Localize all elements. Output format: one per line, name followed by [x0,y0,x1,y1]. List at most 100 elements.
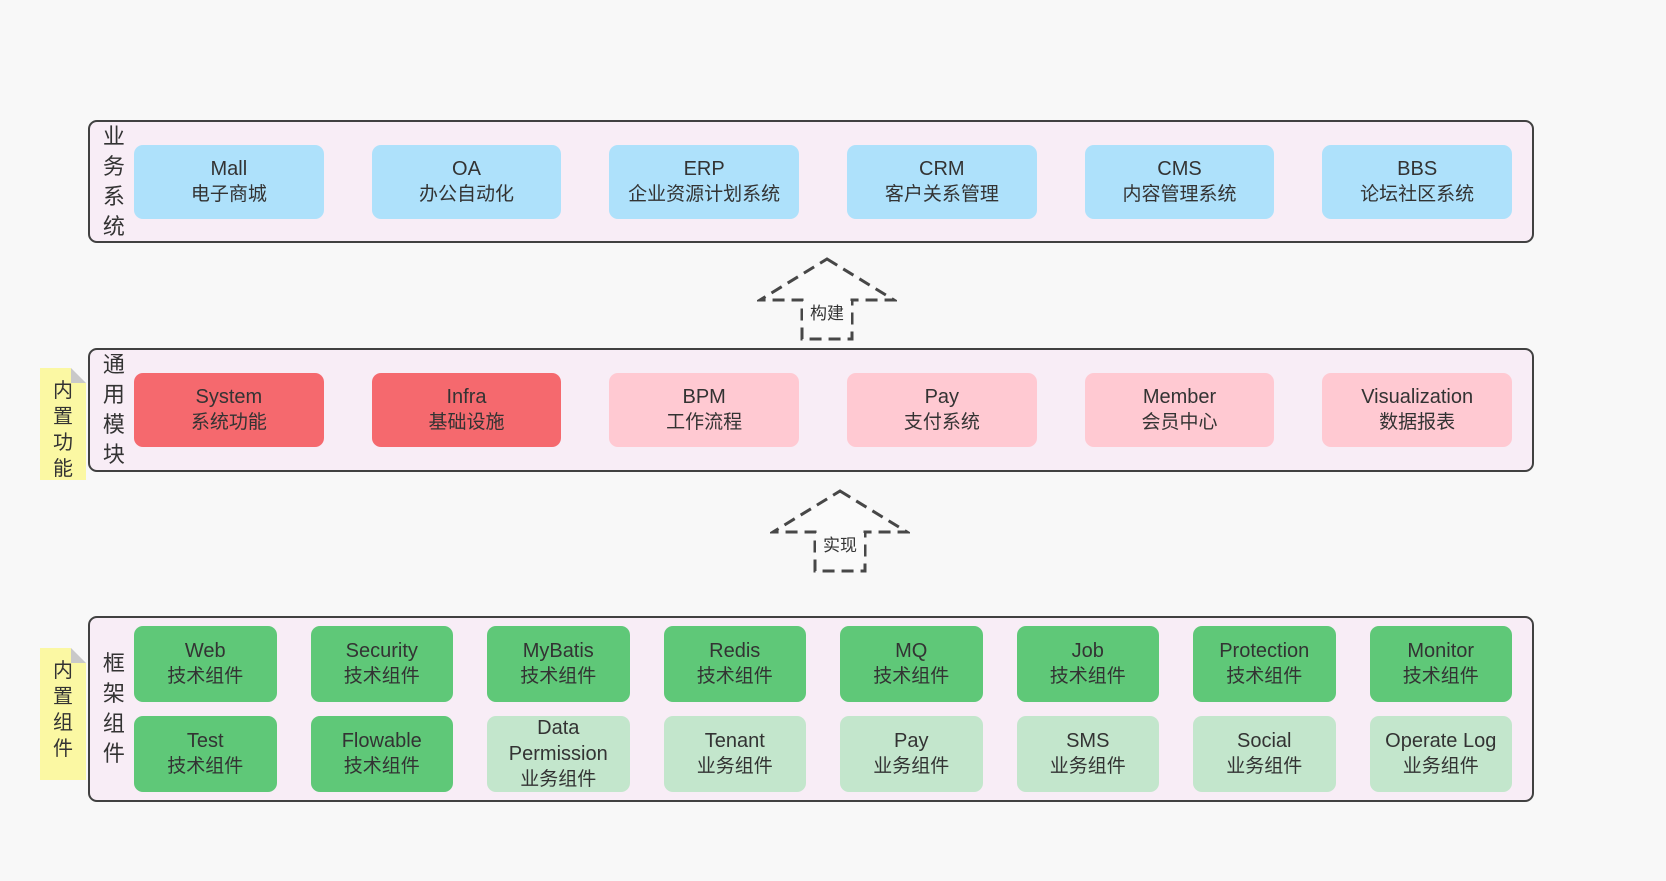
box-erp: ERP 企业资源计划系统 [609,144,799,219]
box-title: Member [1142,386,1217,408]
box-test: Test 技术组件 [134,716,277,792]
box-title: Redis [709,640,761,662]
arrow-label: 构建 [810,304,844,323]
box-monitor: Monitor 技术组件 [1369,626,1512,702]
box-visualization: Visualization 数据报表 [1322,373,1512,447]
box-subtitle: 客户关系管理 [884,183,999,205]
box-bbs: BBS 论坛社区系统 [1322,144,1512,219]
dashed-up-arrow-icon: 构建 [757,257,897,341]
box-title: Security [345,640,418,662]
box-redis: Redis 技术组件 [663,626,806,702]
layer-side-label: 通用模块 [102,350,134,470]
box-title: BPM [682,386,726,408]
sticky-tag-built-in-features: 内置功能 [40,368,86,480]
box-subtitle: 技术组件 [167,756,244,777]
box-subtitle: 技术组件 [696,666,773,687]
box-subtitle: 技术组件 [343,756,420,777]
box-title: Flowable [341,730,422,752]
box-mq: MQ 技术组件 [840,626,983,702]
box-title: Monitor [1407,640,1475,662]
box-title: ERP [683,157,725,180]
box-pay: Pay 业务组件 [840,716,983,792]
box-title: Web [184,640,226,662]
box-mybatis: MyBatis 技术组件 [487,626,630,702]
box-security: Security 技术组件 [310,626,453,702]
box-mall: Mall 电子商城 [134,144,324,219]
box-crm: CRM 客户关系管理 [847,144,1037,219]
box-web: Web 技术组件 [134,626,277,702]
sticky-tag-text: 内置功能 [53,380,73,480]
box-flowable: Flowable 技术组件 [310,716,453,792]
box-subtitle: 数据报表 [1379,412,1456,433]
box-subtitle: 办公自动化 [418,183,514,205]
box-subtitle: 工作流程 [666,412,743,433]
box-title: Pay [924,386,960,408]
sticky-tag-built-in-components: 内置组件 [40,648,86,780]
box-sms: SMS 业务组件 [1016,716,1159,792]
box-subtitle: 业务组件 [873,756,950,777]
box-member: Member 会员中心 [1084,373,1275,447]
box-subtitle: 技术组件 [1226,666,1303,687]
box-title: SMS [1066,730,1110,752]
box-title: Social [1237,730,1292,752]
box-title: MyBatis [522,640,594,662]
box-subtitle: 会员中心 [1141,412,1218,433]
box-subtitle: 业务组件 [1049,756,1126,777]
box-subtitle: 技术组件 [343,666,420,687]
box-cms: CMS 内容管理系统 [1084,144,1275,219]
box-subtitle: 基础设施 [428,412,505,433]
box-oa: OA 办公自动化 [371,144,562,219]
box-title: Data Permission [508,717,608,765]
box-title: CRM [919,157,965,180]
box-title: Operate Log [1385,730,1497,752]
box-pay: Pay 支付系统 [847,373,1037,447]
box-subtitle: 电子商城 [190,183,267,205]
layer-side-label-text: 通用模块 [102,352,125,467]
dashed-up-arrow-icon: 实现 [770,489,910,573]
box-subtitle: 技术组件 [873,666,950,687]
layer-business-systems: 业务系统 Mall 电子商城 OA 办公自动化 ERP 企业资源计划系统 CRM 客户关系管理… [88,120,1534,243]
layer-side-label: 业务系统 [102,122,134,241]
box-title: Infra [446,386,487,408]
box-subtitle: 业务组件 [1226,756,1303,777]
box-rows: Mall 电子商城 OA 办公自动化 ERP 企业资源计划系统 CRM 客户关系管理 CMS 内容… [134,122,1532,241]
box-subtitle: 内容管理系统 [1122,183,1237,205]
layer-side-label: 框架组件 [102,618,134,800]
layer-side-label-text: 框架组件 [102,651,125,766]
box-title: Test [186,730,224,752]
arrow-build: 构建 [757,256,897,342]
box-subtitle: 技术组件 [167,666,244,687]
box-bpm: BPM 工作流程 [609,373,799,447]
box-data-permission: Data Permission 业务组件 [487,716,630,792]
box-title: Job [1071,640,1104,662]
box-subtitle: 技术组件 [520,666,597,687]
box-subtitle: 技术组件 [1402,666,1479,687]
box-title: BBS [1397,157,1438,180]
layer-framework-components: 内置组件 框架组件 Web 技术组件 Security 技术组件 MyBatis 技术组件… [40,616,1534,802]
box-title: MQ [895,640,928,662]
box-subtitle: 系统功能 [190,412,267,433]
box-title: Visualization [1361,386,1474,408]
box-operate-log: Operate Log 业务组件 [1369,716,1512,792]
box-title: OA [452,157,481,180]
box-subtitle: 企业资源计划系统 [628,183,781,205]
box-title: Tenant [704,730,765,752]
box-title: CMS [1157,157,1202,180]
box-social: Social 业务组件 [1193,716,1336,792]
box-infra: Infra 基础设施 [371,373,562,447]
box-subtitle: 论坛社区系统 [1360,183,1475,205]
layer-side-label-text: 业务系统 [102,123,125,239]
box-subtitle: 业务组件 [1402,756,1479,777]
box-subtitle: 支付系统 [903,412,980,433]
box-title: Pay [894,730,929,752]
box-subtitle: 业务组件 [520,769,597,790]
box-title: Mall [210,157,248,180]
